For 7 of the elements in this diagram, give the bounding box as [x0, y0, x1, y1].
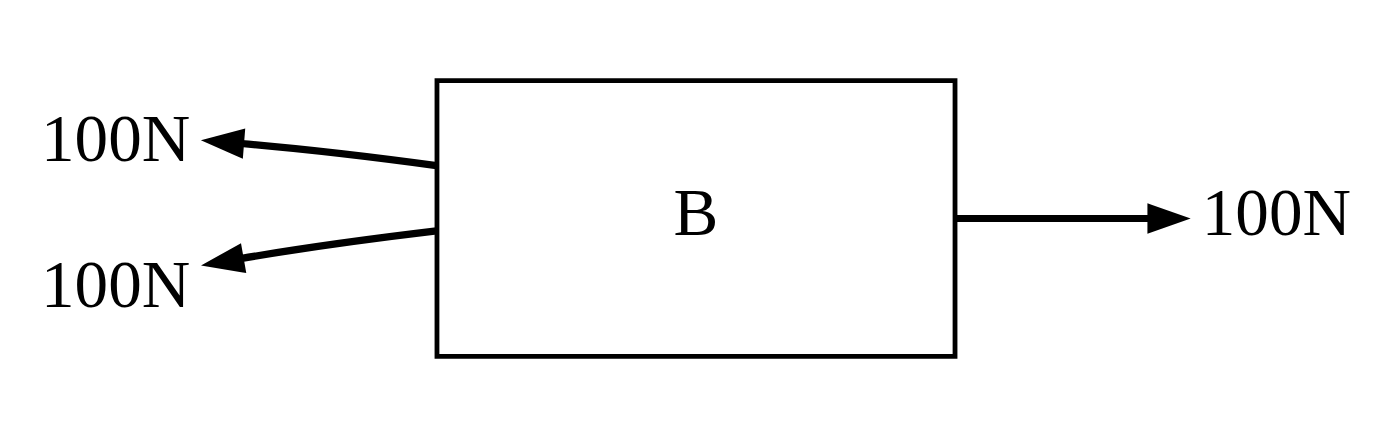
node-text: 100N [40, 247, 191, 322]
arrow [955, 203, 1191, 234]
node-text: 100N [40, 100, 191, 176]
arrow [200, 128, 437, 170]
node-text: 100N [1201, 175, 1352, 251]
arrow [201, 227, 437, 273]
node-box: B [434, 78, 958, 359]
